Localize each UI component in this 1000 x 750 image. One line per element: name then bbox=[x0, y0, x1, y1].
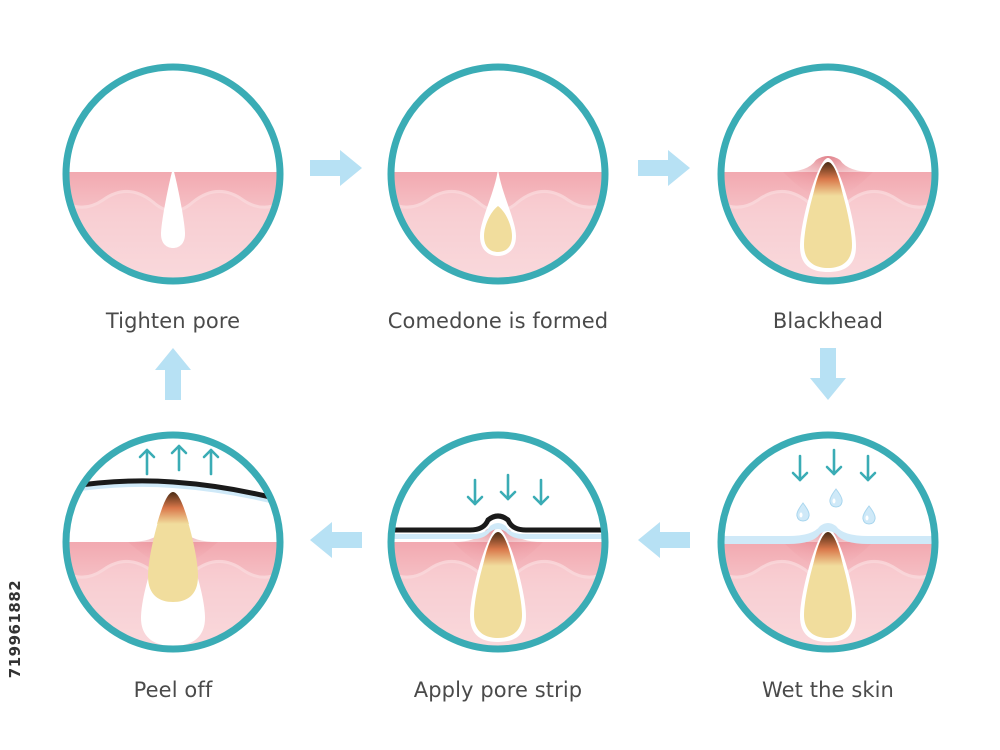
step-peel-off bbox=[62, 431, 284, 653]
step-label-tighten-pore: Tighten pore bbox=[105, 309, 241, 333]
step-label-peel-off: Peel off bbox=[133, 678, 213, 702]
removed-plug bbox=[148, 492, 198, 602]
step-ring bbox=[717, 63, 939, 285]
step-ring bbox=[387, 431, 609, 653]
pore-strip bbox=[391, 513, 605, 533]
peeled-strip bbox=[66, 478, 280, 505]
step-comedone bbox=[387, 63, 609, 285]
sebum-plug bbox=[484, 206, 512, 252]
step-label-apply-strip: Apply pore strip bbox=[413, 678, 583, 702]
skin-cross-section bbox=[391, 513, 605, 649]
pore bbox=[161, 168, 185, 248]
arrow-left-2 bbox=[310, 522, 362, 558]
stock-image-id: 719961882 bbox=[6, 579, 24, 679]
arrow-down bbox=[810, 348, 846, 400]
skin-cross-section bbox=[721, 523, 935, 649]
down-arrows bbox=[791, 448, 877, 482]
step-apply-strip bbox=[387, 431, 609, 653]
step-wet-skin bbox=[717, 431, 939, 653]
step-ring bbox=[62, 431, 284, 653]
step-tighten-pore bbox=[62, 63, 284, 285]
down-arrows bbox=[466, 473, 550, 506]
step-ring bbox=[717, 431, 939, 653]
water-layer bbox=[721, 523, 935, 544]
step-ring bbox=[62, 63, 284, 285]
step-label-blackhead: Blackhead bbox=[772, 309, 884, 333]
arrow-right-1 bbox=[310, 150, 362, 186]
step-blackhead bbox=[717, 63, 939, 285]
skin-cross-section bbox=[66, 168, 280, 281]
step-ring bbox=[387, 63, 609, 285]
arrow-right-2 bbox=[638, 150, 690, 186]
arrow-left-1 bbox=[638, 522, 690, 558]
step-label-wet-skin: Wet the skin bbox=[762, 678, 894, 702]
up-arrows bbox=[138, 444, 220, 476]
step-label-comedone: Comedone is formed bbox=[387, 309, 609, 333]
water-drops bbox=[796, 488, 876, 525]
skin-cross-section bbox=[391, 168, 605, 281]
arrow-up bbox=[155, 348, 191, 400]
